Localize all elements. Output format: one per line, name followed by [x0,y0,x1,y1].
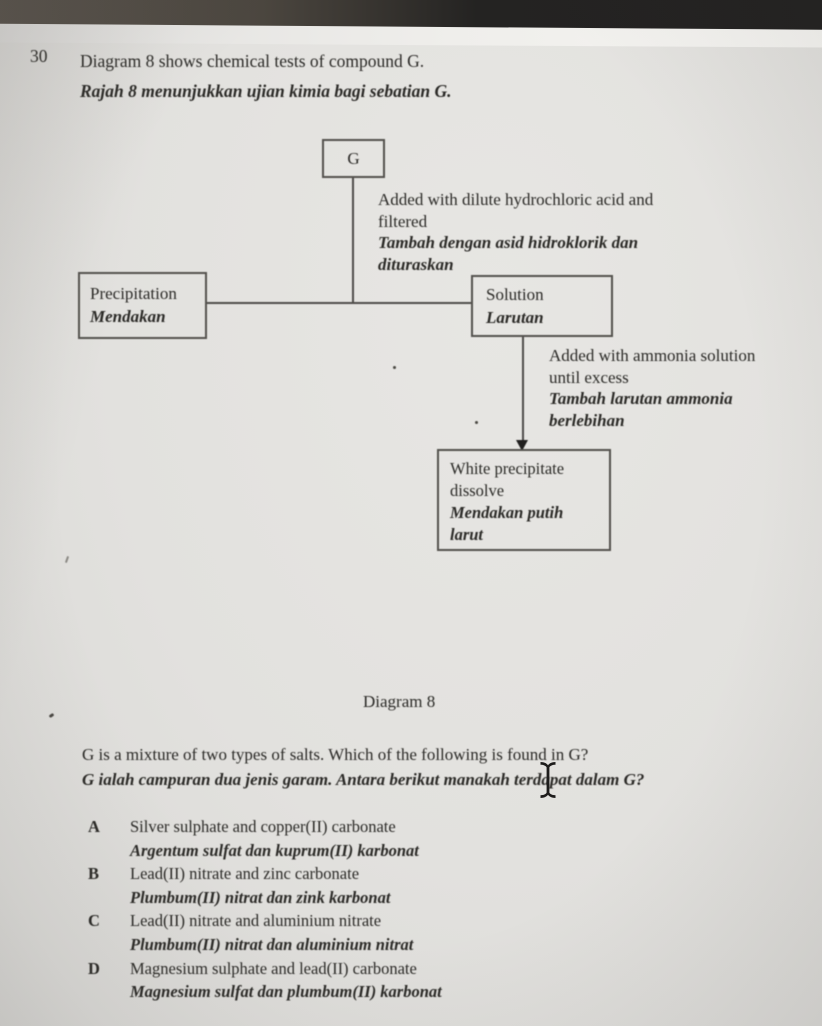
note-ammonia: Added with ammonia solution until excess… [549,345,821,431]
note-hcl-ms-line1: Tambah dengan asid hidroklorik dan [378,233,639,252]
option-a-letter: A [88,817,100,836]
solution-label-ms: Larutan [486,308,544,327]
note-hcl-en-line2: filtered [378,211,428,231]
option-c-text-ms: Plumbum(II) nitrat dan aluminium nitrat [130,934,414,954]
note-ammonia-ms-line1: Tambah larutan ammonia [549,389,733,408]
note-ammonia-ms-line2: berlebihan [549,410,625,430]
option-a-text-ms: Argentum sulfat dan kuprum(II) karbonat [130,840,419,860]
question-heading: Diagram 8 shows chemical tests of compou… [80,46,640,106]
option-b-row: B Lead(II) nitrate and zinc carbonate [88,862,648,886]
result-label-ms-line2: larut [450,525,484,544]
diagram-caption: Diagram 8 [363,692,436,711]
arrow-down-icon [516,440,528,451]
option-c-text-en: Lead(II) nitrate and aluminium nitrate [130,911,382,931]
option-d-row: D Magnesium sulphate and lead(II) carbon… [88,957,648,981]
note-hcl-ms-line2: dituraskan [378,254,454,274]
ink-speck [64,555,70,564]
option-b-text-en: Lead(II) nitrate and zinc carbonate [130,864,360,884]
option-d-text-en: Magnesium sulphate and lead(II) carbonat… [130,958,417,978]
precipitation-label-ms: Mendakan [90,307,166,326]
note-hcl-en-line1: Added with dilute hydrochloric acid and [378,190,654,209]
flowchart-box-white-precipitate: White precipitate dissolve Mendakan puti… [437,449,611,551]
question-heading-ms: Rajah 8 menunjukkan ujian kimia bagi seb… [80,81,452,101]
connector-solution-vertical [522,337,524,443]
note-ammonia-en-line1: Added with ammonia solution [549,346,756,365]
flowchart-box-g-label: G [347,148,360,168]
option-d-text-ms: Magnesium sulfat dan plumbum(II) karbona… [130,982,442,1002]
flowchart-box-solution: Solution Larutan [471,275,613,337]
connector-g-vertical [352,178,354,303]
flowchart-box-g: G [322,139,385,178]
solution-label-en: Solution [486,285,544,304]
question-heading-en: Diagram 8 shows chemical tests of compou… [80,51,425,71]
ink-speck [48,712,55,719]
background-shadow-band [0,0,822,30]
note-hydrochloric-acid: Added with dilute hydrochloric acid and … [378,189,723,275]
question-text-ms: G ialah campuran dua jenis garam. Antara… [82,770,645,789]
option-a-text-en: Silver sulphate and copper(II) carbonate [130,817,396,836]
result-label-en-line2: dissolve [450,481,505,500]
precipitation-label-en: Precipitation [90,284,177,303]
option-d-letter: D [88,958,100,978]
connector-horizontal [207,302,471,304]
ink-speck [475,421,478,424]
question-text-en: G is a mixture of two types of salts. Wh… [82,745,589,764]
ink-speck [393,366,396,369]
options-list: A Silver sulphate and copper(II) carbona… [88,815,648,1004]
note-ammonia-en-line2: until excess [549,367,629,387]
result-label-ms-line1: Mendakan putih [450,503,564,522]
question-number: 30 [30,46,48,66]
flowchart-box-precipitation: Precipitation Mendakan [78,272,207,339]
option-b-text-ms: Plumbum(II) nitrat dan zink karbonat [130,887,391,907]
question-text: G is a mixture of two types of salts. Wh… [82,742,742,792]
option-c-letter: C [88,911,100,931]
text-ibeam-cursor-icon [539,761,557,804]
option-a-row: A Silver sulphate and copper(II) carbona… [88,815,648,839]
option-c-row: C Lead(II) nitrate and aluminium nitrate [88,909,648,933]
result-label-en-line1: White precipitate [450,459,565,478]
option-b-letter: B [88,864,100,884]
